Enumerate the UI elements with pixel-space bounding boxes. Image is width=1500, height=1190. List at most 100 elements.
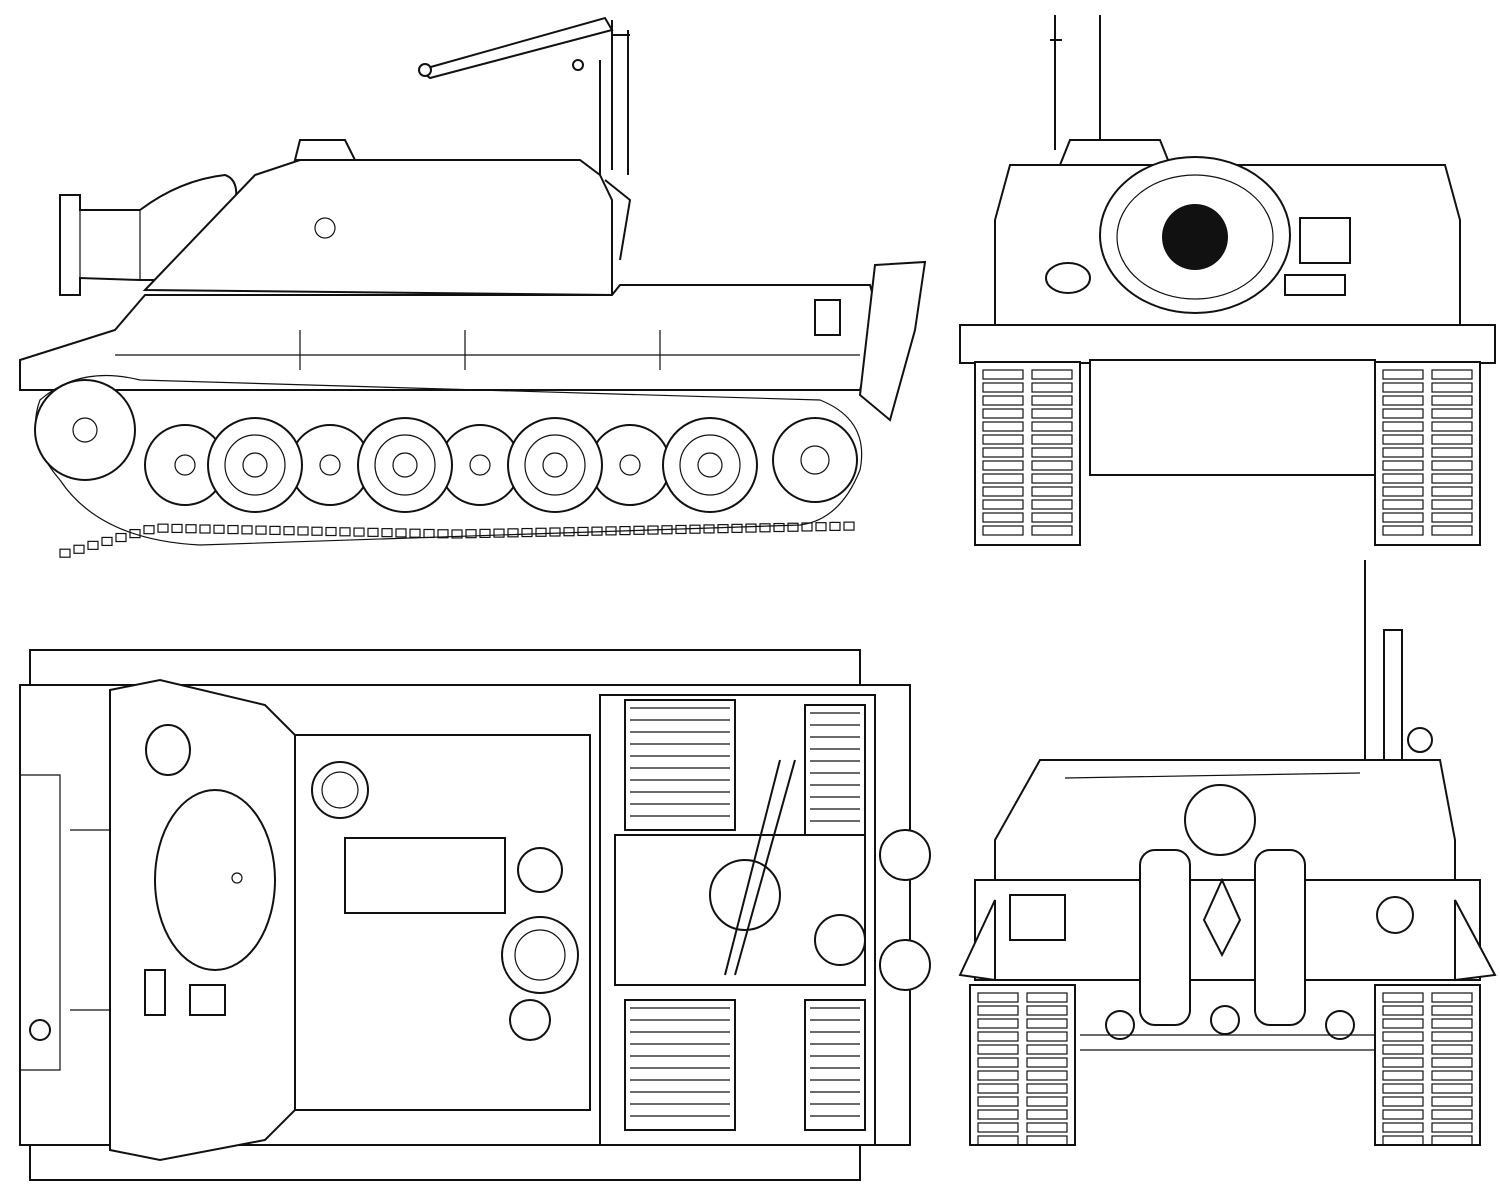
track-link [1382,421,1424,432]
track-link [977,1018,1019,1029]
track-link [1431,1044,1473,1055]
track [1374,361,1481,546]
track-link [647,525,659,535]
wheel-hub [392,452,418,478]
track-link [143,525,155,535]
track-link [1031,369,1073,380]
track-link [73,544,85,554]
track-link [1382,992,1424,1003]
track-link [1431,525,1473,536]
track-link [982,473,1024,484]
sprocket-hub [72,417,98,443]
engine-grille [804,704,866,836]
track-link [1026,1031,1068,1042]
track-link [982,460,1024,471]
track-link [1031,421,1073,432]
track-link [549,527,561,537]
wheel-rim [374,434,436,496]
track-link [1382,473,1424,484]
track-link [977,1031,1019,1042]
track-link [982,512,1024,523]
track-link [977,1122,1019,1133]
track-link [1431,1031,1473,1042]
track-link [115,532,127,543]
track-link [1031,512,1073,523]
track-link [1431,1096,1473,1107]
track-link [185,524,197,534]
idler-wheel [772,417,858,503]
track-link [1431,408,1473,419]
track-link [977,1135,1019,1146]
engine-grille [804,999,866,1131]
track-link [982,408,1024,419]
track-link [339,527,351,537]
track-link [1382,382,1424,393]
track-link [395,528,407,538]
track-link [1031,447,1073,458]
track-link [1382,460,1424,471]
track-link [1382,1070,1424,1081]
track-link [1431,499,1473,510]
track-link [59,548,71,558]
track-link [1382,369,1424,380]
road-wheel-outer [662,417,758,513]
track-link [801,522,813,532]
track-link [1026,1096,1068,1107]
track-link [689,524,701,534]
track-link [241,525,253,535]
track-link [1431,1018,1473,1029]
wheel-rim [679,434,741,496]
track-link [1026,1005,1068,1016]
track-link [465,529,477,539]
track-link [1382,1018,1424,1029]
track-link [1431,1122,1473,1133]
side-view [19,16,927,558]
track-link [661,525,673,535]
track [974,361,1081,546]
track-outline [34,374,863,546]
track-link [773,522,785,533]
track-link [227,524,239,535]
track-link [977,1070,1019,1081]
hull-upper [19,284,882,391]
track-link [1382,1044,1424,1055]
track-link [982,434,1024,445]
wheel-hub [697,452,723,478]
track-link [1031,460,1073,471]
track-link [982,395,1024,406]
road-wheel-outer [507,417,603,513]
track-link [1031,499,1073,510]
track-link [409,528,421,538]
track-link [1382,1122,1424,1133]
track-link [1026,1135,1068,1146]
track-link [283,526,295,536]
track-link [367,527,379,537]
track-link [703,524,715,534]
track-link [423,528,435,539]
track-link [982,447,1024,458]
track-link [1382,1031,1424,1042]
track-link [1431,434,1473,445]
track-link [297,526,309,536]
track-link [1382,1109,1424,1120]
track-link [787,522,799,532]
track-link [1026,1018,1068,1029]
track-link [759,523,771,533]
track-link [1026,1083,1068,1094]
crane [417,16,632,261]
track-link [1382,486,1424,497]
track-link [521,527,533,538]
track-link [745,523,757,533]
engine-grille [624,999,736,1131]
wheel-hub [242,452,268,478]
track-link [1382,525,1424,536]
track-link [1031,408,1073,419]
track-link [1431,1135,1473,1146]
road-wheel-outer [357,417,453,513]
idler-hub [800,445,830,475]
track-link [535,527,547,537]
track-link [199,524,211,534]
wheel-rim [224,434,286,496]
track-link [829,521,841,532]
track-link [1026,992,1068,1003]
